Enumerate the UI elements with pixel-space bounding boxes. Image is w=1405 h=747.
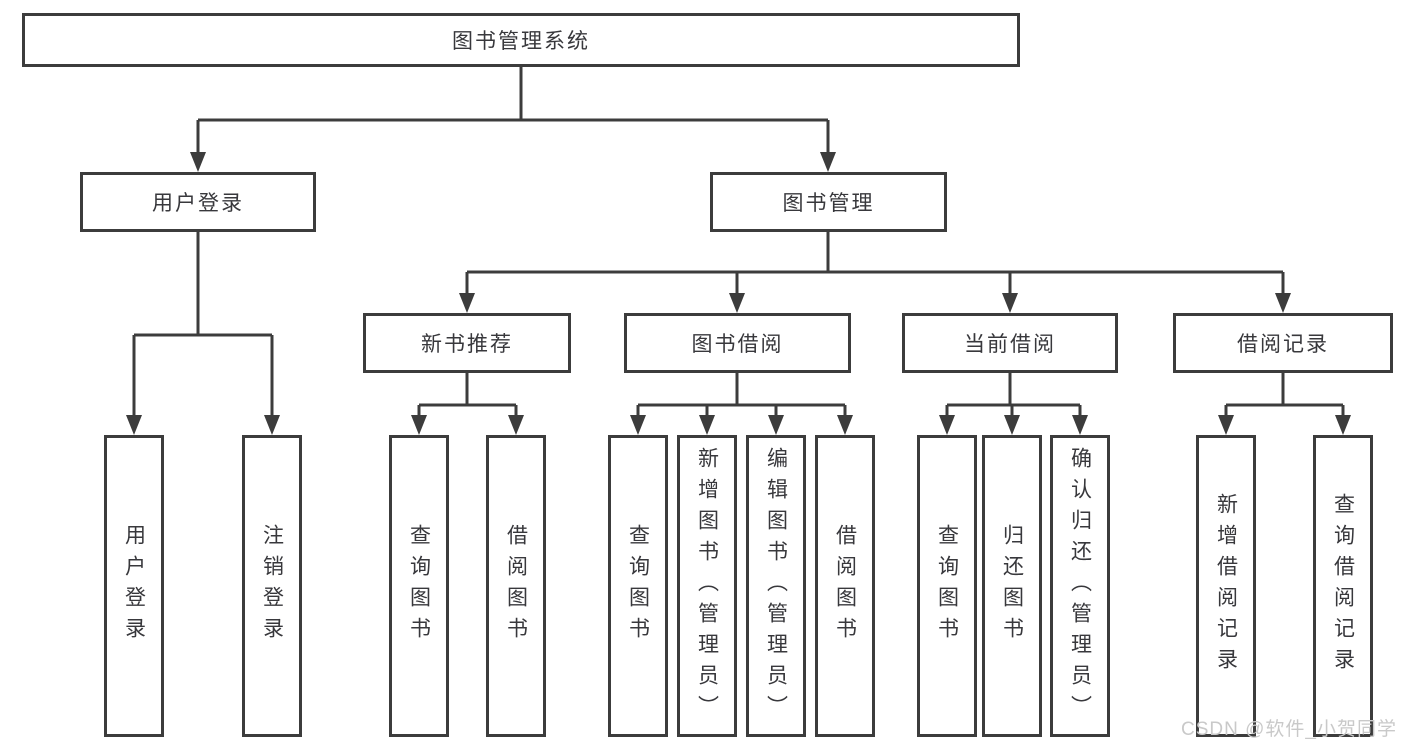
connector-root-to-level2 [196,67,830,154]
node-label: 确认归还（管理员） [1068,446,1092,726]
node-label: 借阅图书 [504,524,528,648]
node-label: 用户登录 [122,524,146,648]
arrow-icon [1218,415,1234,435]
node-label: 新增借阅记录 [1214,493,1238,679]
leaf-return-books: 归还图书 [982,435,1042,737]
leaf-logout: 注销登录 [242,435,302,737]
arrow-icon [508,415,524,435]
leaf-query-books-current: 查询图书 [917,435,977,737]
node-label: 借阅记录 [1237,333,1329,356]
connector-borrowing-to-leaves [636,373,847,419]
arrow-icon [190,152,206,172]
node-label: 注销登录 [260,524,284,648]
node-label: 查询图书 [407,524,431,648]
leaf-user-login: 用户登录 [104,435,164,737]
node-label: 查询借阅记录 [1331,493,1355,679]
arrow-icon [459,293,475,313]
node-label: 当前借阅 [964,333,1056,356]
arrow-icon [411,415,427,435]
node-label: 图书借阅 [691,333,784,356]
connector-userlogin-to-leaves [132,232,274,419]
connector-current-to-leaves [945,373,1082,419]
node-label: 图书管理 [782,192,875,215]
arrowheads [126,152,1351,435]
connector-records-to-leaves [1224,373,1345,419]
leaf-edit-books-admin: 编辑图书（管理员） [746,435,806,737]
node-current-borrowing: 当前借阅 [902,313,1118,373]
arrow-icon [1335,415,1351,435]
node-label: 归还图书 [1000,524,1024,648]
node-label: 新书推荐 [421,333,513,356]
node-borrowing-records: 借阅记录 [1173,313,1393,373]
leaf-add-books-admin: 新增图书（管理员） [677,435,737,737]
arrow-icon [768,415,784,435]
connector-newbooks-to-leaves [417,373,518,419]
arrow-icon [699,415,715,435]
node-label: 用户登录 [152,192,244,215]
arrow-icon [126,415,142,435]
arrow-icon [820,152,836,172]
arrow-icon [1275,293,1291,313]
arrow-icon [264,415,280,435]
arrow-icon [630,415,646,435]
node-new-book-recommendation: 新书推荐 [363,313,571,373]
node-label: 图书管理系统 [452,30,590,53]
node-user-login-group: 用户登录 [80,172,316,232]
node-book-management: 图书管理 [710,172,947,232]
arrow-icon [1004,415,1020,435]
leaf-borrow-books-recommend: 借阅图书 [486,435,546,737]
node-label: 查询图书 [626,524,650,648]
arrow-icon [837,415,853,435]
node-label: 查询图书 [935,524,959,648]
arrow-icon [1002,293,1018,313]
arrow-icon [939,415,955,435]
leaf-query-books-recommend: 查询图书 [389,435,449,737]
node-label: 新增图书（管理员） [695,446,719,726]
leaf-add-borrow-record: 新增借阅记录 [1196,435,1256,737]
arrow-icon [1072,415,1088,435]
leaf-borrow-books: 借阅图书 [815,435,875,737]
leaf-query-books-borrowing: 查询图书 [608,435,668,737]
csdn-watermark: CSDN @软件_小贺同学 [1181,719,1397,740]
node-label: 编辑图书（管理员） [764,446,788,726]
node-library-management-system: 图书管理系统 [22,13,1020,67]
leaf-query-borrow-record: 查询借阅记录 [1313,435,1373,737]
node-label: 借阅图书 [833,524,857,648]
connector-bookmgmt-to-level3 [465,232,1285,297]
leaf-confirm-return-admin: 确认归还（管理员） [1050,435,1110,737]
arrow-icon [729,293,745,313]
node-book-borrowing: 图书借阅 [624,313,851,373]
